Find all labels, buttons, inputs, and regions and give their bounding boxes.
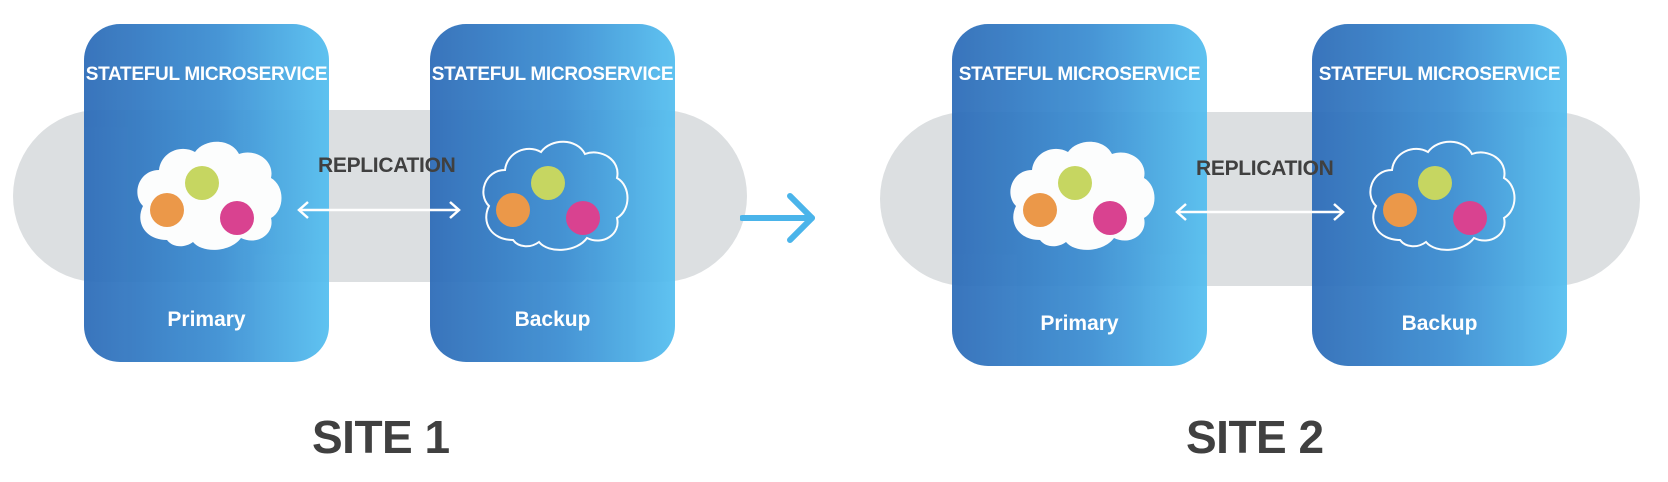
- outline-cloud-icon: [482, 140, 628, 251]
- double-headed-arrow-icon: [297, 201, 461, 219]
- site-1: STATEFUL MICROSERVICE Primary STATEFUL M…: [0, 0, 760, 482]
- primary-microservice-card: STATEFUL MICROSERVICE Primary: [84, 24, 329, 362]
- card-role-primary: Primary: [1040, 312, 1119, 335]
- replication-label: REPLICATION: [1196, 157, 1334, 180]
- outline-cloud-icon: [1369, 140, 1515, 251]
- replication-label: REPLICATION: [318, 154, 456, 177]
- card-title: STATEFUL MICROSERVICE: [431, 64, 674, 85]
- card-role-backup: Backup: [1401, 312, 1478, 335]
- site-label: SITE 2: [1186, 411, 1324, 463]
- backup-microservice-card: STATEFUL MICROSERVICE Backup: [1312, 24, 1567, 366]
- filled-cloud-icon: [136, 141, 281, 250]
- card-title: STATEFUL MICROSERVICE: [958, 64, 1201, 85]
- double-headed-arrow-icon: [1175, 203, 1345, 221]
- card-title: STATEFUL MICROSERVICE: [1318, 64, 1561, 85]
- primary-microservice-card: STATEFUL MICROSERVICE Primary: [952, 24, 1207, 366]
- site-label: SITE 1: [312, 411, 450, 463]
- site-2: STATEFUL MICROSERVICE Primary STATEFUL M…: [870, 0, 1668, 482]
- backup-microservice-card: STATEFUL MICROSERVICE Backup: [430, 24, 675, 362]
- filled-cloud-icon: [1009, 141, 1154, 250]
- card-role-backup: Backup: [514, 308, 591, 331]
- card-role-primary: Primary: [167, 308, 246, 331]
- right-arrow-icon: [740, 193, 815, 243]
- card-title: STATEFUL MICROSERVICE: [85, 64, 328, 85]
